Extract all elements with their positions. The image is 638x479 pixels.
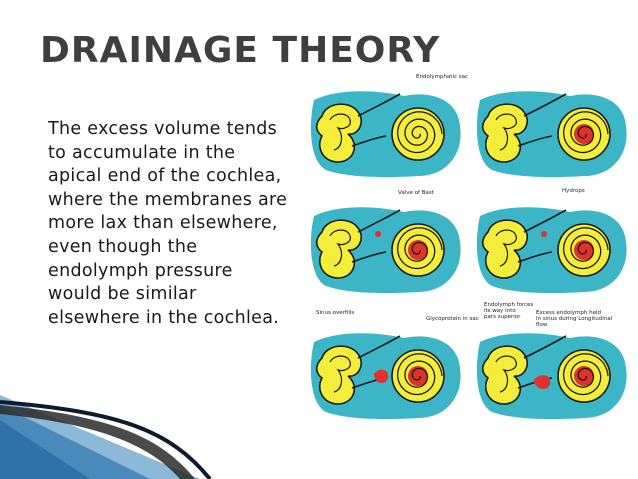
ear-illustration <box>476 91 627 178</box>
endolymphatic-duct <box>357 209 401 233</box>
semicircular-canal <box>495 229 517 267</box>
excess-endolymph <box>534 375 551 389</box>
saccule-connection <box>351 135 387 147</box>
cochlear-spiral <box>396 111 443 154</box>
endolymphatic-duct <box>357 93 401 117</box>
cochlear-spiral <box>562 227 609 270</box>
panel-glycoprotein-ear <box>310 207 461 294</box>
ear-illustration <box>310 333 461 420</box>
cochlear-spiral <box>562 353 609 396</box>
glycoprotein-dot <box>375 231 381 237</box>
panel-sinus-overfills-ear <box>310 333 461 420</box>
ear-illustration <box>310 207 461 294</box>
label-endolymph-forces-2: its way into <box>484 308 516 314</box>
label-glycoprotein: Glycoprotein in sac <box>426 316 479 322</box>
label-endolymph-forces-3: pars superior <box>484 314 521 320</box>
ear-illustration <box>310 91 461 178</box>
semicircular-canal <box>329 229 351 267</box>
panel-hydrops-ear-2 <box>476 207 627 294</box>
panel-normal-ear <box>310 91 461 178</box>
saccule-connection <box>517 251 553 263</box>
label-endolymph-forces-1: Endolymph forces <box>484 302 534 308</box>
saccule-connection <box>351 251 387 263</box>
ear-diagram-figure: Endolymphatic sac Valve of Bast Hydrops … <box>306 70 632 420</box>
saccule-connection <box>517 135 553 147</box>
semicircular-canal <box>495 355 517 393</box>
label-excess-endolymph-1: Excess endolymph held <box>536 310 602 316</box>
label-hydrops: Hydrops <box>562 188 585 194</box>
label-endolymphatic-sac: Endolymphatic sac <box>416 74 469 80</box>
label-excess-endolymph-2: in sinus during Longitudinal <box>536 316 613 322</box>
body-paragraph: The excess volume tends to accumulate in… <box>48 119 288 328</box>
panel-hydrops-ear <box>476 91 627 178</box>
endolymphatic-duct <box>523 93 567 117</box>
ear-illustration <box>476 207 627 294</box>
label-sinus-overfills: Sinus overfills <box>316 310 355 316</box>
label-valve-of-bast: Valve of Bast <box>398 190 434 196</box>
semicircular-canal <box>329 355 351 393</box>
label-excess-endolymph-3: flow <box>536 322 548 328</box>
cochlea <box>391 107 445 161</box>
sinus-overfill <box>374 369 389 383</box>
panel-excess-endolymph-ear <box>476 333 627 420</box>
semicircular-canal <box>495 113 517 151</box>
semicircular-canal <box>329 113 351 151</box>
endolymphatic-duct <box>357 335 401 359</box>
cochlear-spiral <box>396 227 443 270</box>
cochlear-spiral <box>562 111 609 154</box>
ear-illustration <box>476 333 627 420</box>
endolymphatic-duct <box>523 335 567 359</box>
glycoprotein-dot <box>541 231 547 237</box>
slide-title: DRAINAGE THEORY <box>40 30 441 71</box>
endolymphatic-duct <box>523 209 567 233</box>
cochlear-spiral <box>396 353 443 396</box>
